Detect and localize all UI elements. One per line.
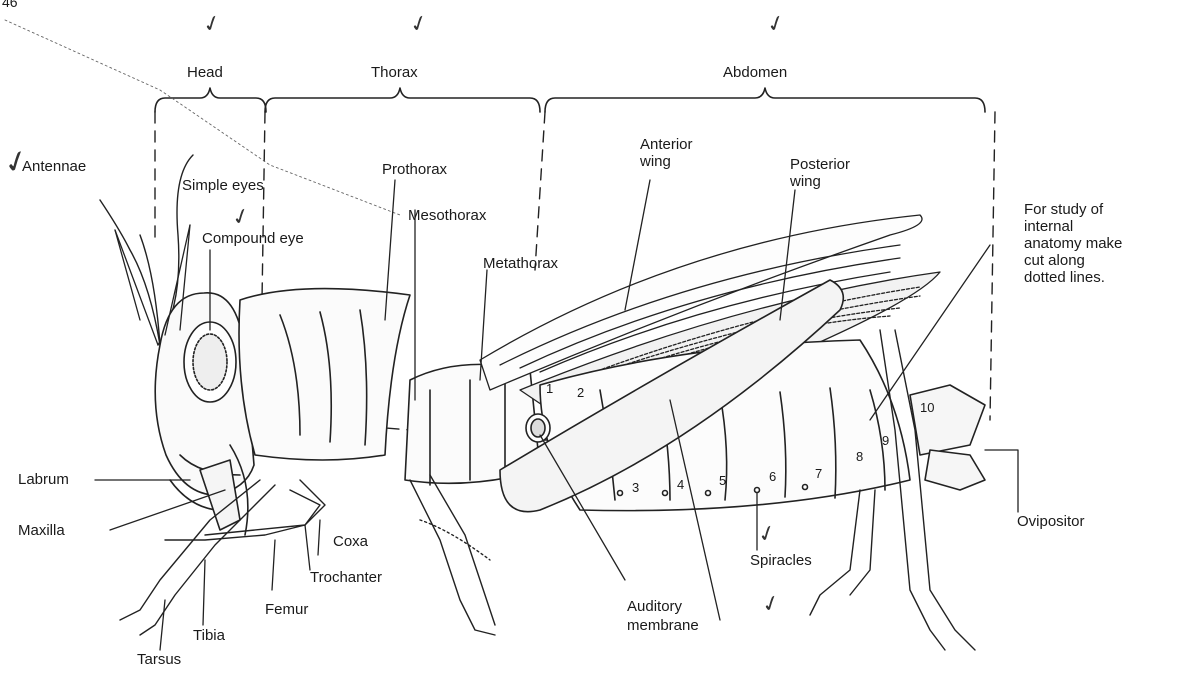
label-maxilla: Maxilla (18, 522, 65, 539)
label-tibia: Tibia (193, 627, 225, 644)
label-tarsus: Tarsus (137, 651, 181, 668)
region-label-head: Head (187, 64, 223, 81)
region-braces (155, 88, 985, 112)
label-ovipositor: Ovipositor (1017, 513, 1085, 530)
region-label-abdomen: Abdomen (723, 64, 787, 81)
label-simple-eyes: Simple eyes (182, 177, 264, 194)
label-trochanter: Trochanter (310, 569, 382, 586)
label-mesothorax: Mesothorax (408, 207, 486, 224)
segment-number-10: 10 (920, 400, 934, 415)
segment-number-5: 5 (719, 473, 726, 488)
page-number: 46 (2, 0, 18, 11)
segment-number-9: 9 (882, 433, 889, 448)
segment-number-2: 2 (577, 385, 584, 400)
segment-number-8: 8 (856, 449, 863, 464)
label-spiracles: Spiracles (750, 552, 812, 569)
label-coxa: Coxa (333, 533, 368, 550)
segment-number-1: 1 (546, 381, 553, 396)
region-label-thorax: Thorax (371, 64, 418, 81)
label-metathorax: Metathorax (483, 255, 558, 272)
label-anterior-wing: Anterior wing (640, 136, 693, 170)
label-auditory-membrane: Auditory membrane (627, 597, 699, 635)
label-internal-anatomy-note: For study of internal anatomy make cut a… (1024, 201, 1122, 286)
label-femur: Femur (265, 601, 308, 618)
label-posterior-wing: Posterior wing (790, 156, 850, 190)
segment-number-7: 7 (815, 466, 822, 481)
label-compound-eye: Compound eye (202, 230, 304, 247)
segment-number-3: 3 (632, 480, 639, 495)
segment-number-4: 4 (677, 477, 684, 492)
segment-number-6: 6 (769, 469, 776, 484)
label-labrum: Labrum (18, 471, 69, 488)
label-prothorax: Prothorax (382, 161, 447, 178)
label-antennae: Antennae (22, 158, 86, 175)
